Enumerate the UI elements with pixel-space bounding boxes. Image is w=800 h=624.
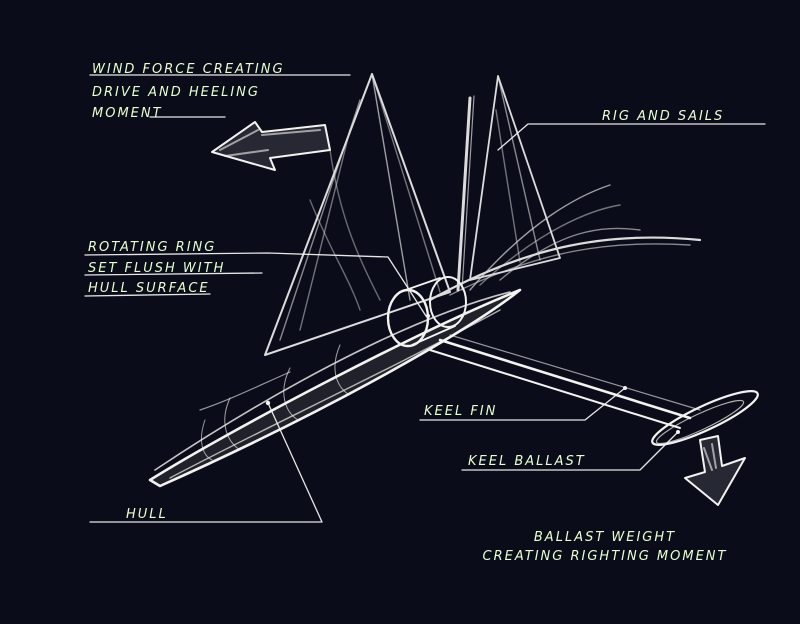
leader-lines	[84, 74, 766, 523]
rotating-ring	[386, 276, 467, 348]
hull-label: HULL	[126, 507, 168, 522]
ballast-weight-line-1: BALLAST WEIGHT	[533, 530, 677, 545]
keel-fin-label: KEEL FIN	[424, 404, 498, 419]
wind-arrow-icon	[211, 121, 331, 171]
keel-ballast	[651, 390, 759, 446]
wind-force-line-3: MOMENT	[92, 106, 163, 121]
rotating-ring-line-3: HULL SURFACE	[88, 281, 210, 296]
rotating-ring-line-2: SET FLUSH WITH	[88, 261, 226, 276]
ballast-weight-line-2: CREATING RIGHTING MOMENT	[482, 549, 728, 564]
wind-force-line-2: DRIVE AND HEELING	[92, 85, 260, 100]
rotating-ring-line-1: ROTATING RING	[88, 240, 217, 255]
rig-and-sails	[264, 73, 702, 356]
wind-force-line-1: WIND FORCE CREATING	[92, 62, 285, 77]
rotating-ring-label: ROTATING RING SET FLUSH WITH HULL SURFAC…	[88, 238, 225, 298]
rig-and-sails-label: RIG AND SAILS	[602, 109, 725, 124]
keel-fin	[429, 334, 701, 429]
ballast-weight-label: BALLAST WEIGHT CREATING RIGHTING MOMENT	[450, 528, 760, 566]
hull	[148, 288, 522, 488]
keel-ballast-label: KEEL BALLAST	[468, 454, 586, 469]
ballast-arrow-icon	[684, 435, 746, 506]
wind-force-label: WIND FORCE CREATING DRIVE AND HEELING MO…	[92, 60, 285, 123]
